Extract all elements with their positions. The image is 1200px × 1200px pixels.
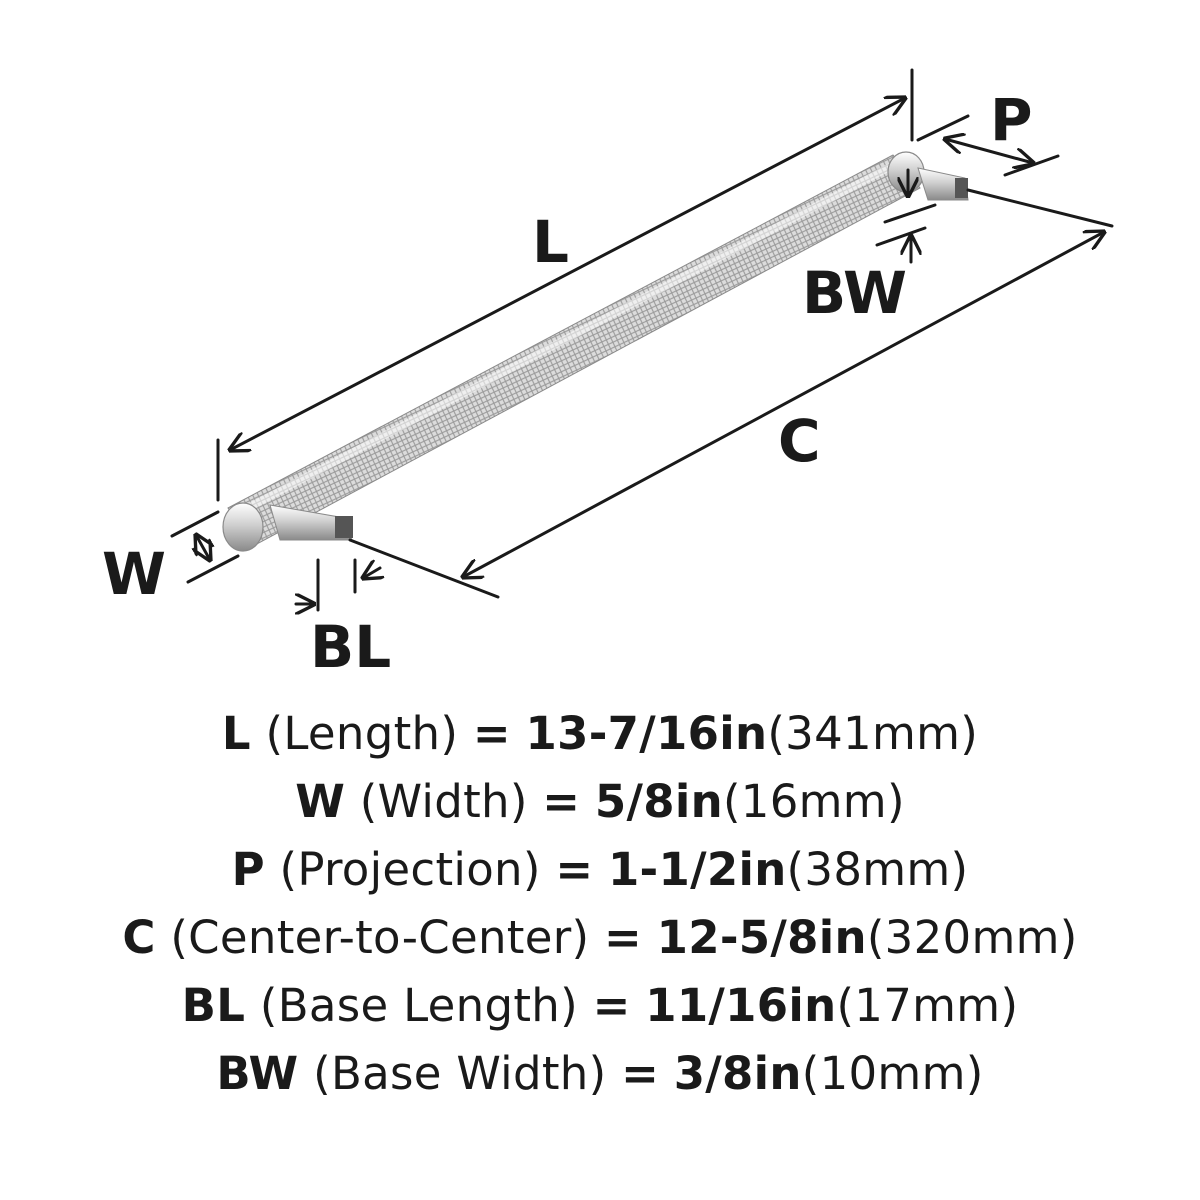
spec-width: W (Width) = 5/8in(16mm) (0, 768, 1200, 836)
spec-desc: (Center-to-Center) (170, 911, 590, 964)
spec-center-to-center: C (Center-to-Center) = 12-5/8in(320mm) (0, 904, 1200, 972)
projection-dimension: P (916, 86, 1060, 177)
spec-metric: (10mm) (801, 1047, 984, 1100)
dimension-specs: L (Length) = 13-7/16in(341mm) W (Width) … (0, 700, 1200, 1108)
spec-code: BL (181, 979, 246, 1032)
right-post-end (955, 178, 968, 198)
center-to-center-dimension: C (348, 188, 1114, 599)
spec-desc: (Base Length) (259, 979, 578, 1032)
spec-metric: (320mm) (866, 911, 1078, 964)
spec-eq: = (542, 775, 581, 828)
spec-eq: = (472, 707, 511, 760)
spec-code: W (295, 775, 346, 828)
spec-imperial: 3/8in (673, 1047, 802, 1100)
left-post-end (335, 516, 353, 538)
spec-code: L (221, 707, 251, 760)
spec-base-width: BW (Base Width) = 3/8in(10mm) (0, 1040, 1200, 1108)
left-end-cap (222, 502, 264, 552)
label-BW: BW (802, 259, 907, 327)
spec-base-length: BL (Base Length) = 11/16in(17mm) (0, 972, 1200, 1040)
spec-desc: (Width) (359, 775, 528, 828)
spec-projection: P (Projection) = 1-1/2in(38mm) (0, 836, 1200, 904)
label-BL: BL (310, 613, 391, 681)
spec-desc: (Projection) (279, 843, 541, 896)
label-W: W (102, 540, 166, 608)
spec-imperial: 13-7/16in (525, 707, 768, 760)
spec-eq: = (603, 911, 642, 964)
spec-length: L (Length) = 13-7/16in(341mm) (0, 700, 1200, 768)
spec-code: C (122, 911, 156, 964)
handle-dimension-diagram: L P BW C W BL (102, 68, 1114, 681)
spec-imperial: 1-1/2in (607, 843, 787, 896)
spec-code: BW (216, 1047, 299, 1100)
spec-metric: (16mm) (722, 775, 905, 828)
base-length-dimension: BL (294, 558, 391, 681)
knurled-bar (227, 154, 921, 546)
spec-desc: (Base Width) (313, 1047, 607, 1100)
width-dimension: W (102, 510, 240, 608)
label-P: P (990, 86, 1033, 154)
label-C: C (778, 407, 821, 475)
label-L: L (532, 208, 569, 276)
spec-imperial: 5/8in (594, 775, 723, 828)
spec-eq: = (592, 979, 631, 1032)
spec-metric: (17mm) (836, 979, 1019, 1032)
spec-imperial: 11/16in (645, 979, 837, 1032)
spec-eq: = (621, 1047, 660, 1100)
spec-metric: (341mm) (767, 707, 979, 760)
handle-bar (222, 151, 969, 552)
spec-imperial: 12-5/8in (656, 911, 867, 964)
spec-metric: (38mm) (786, 843, 969, 896)
spec-eq: = (555, 843, 594, 896)
spec-code: P (231, 843, 265, 896)
right-end-cap (887, 151, 925, 193)
spec-desc: (Length) (265, 707, 459, 760)
